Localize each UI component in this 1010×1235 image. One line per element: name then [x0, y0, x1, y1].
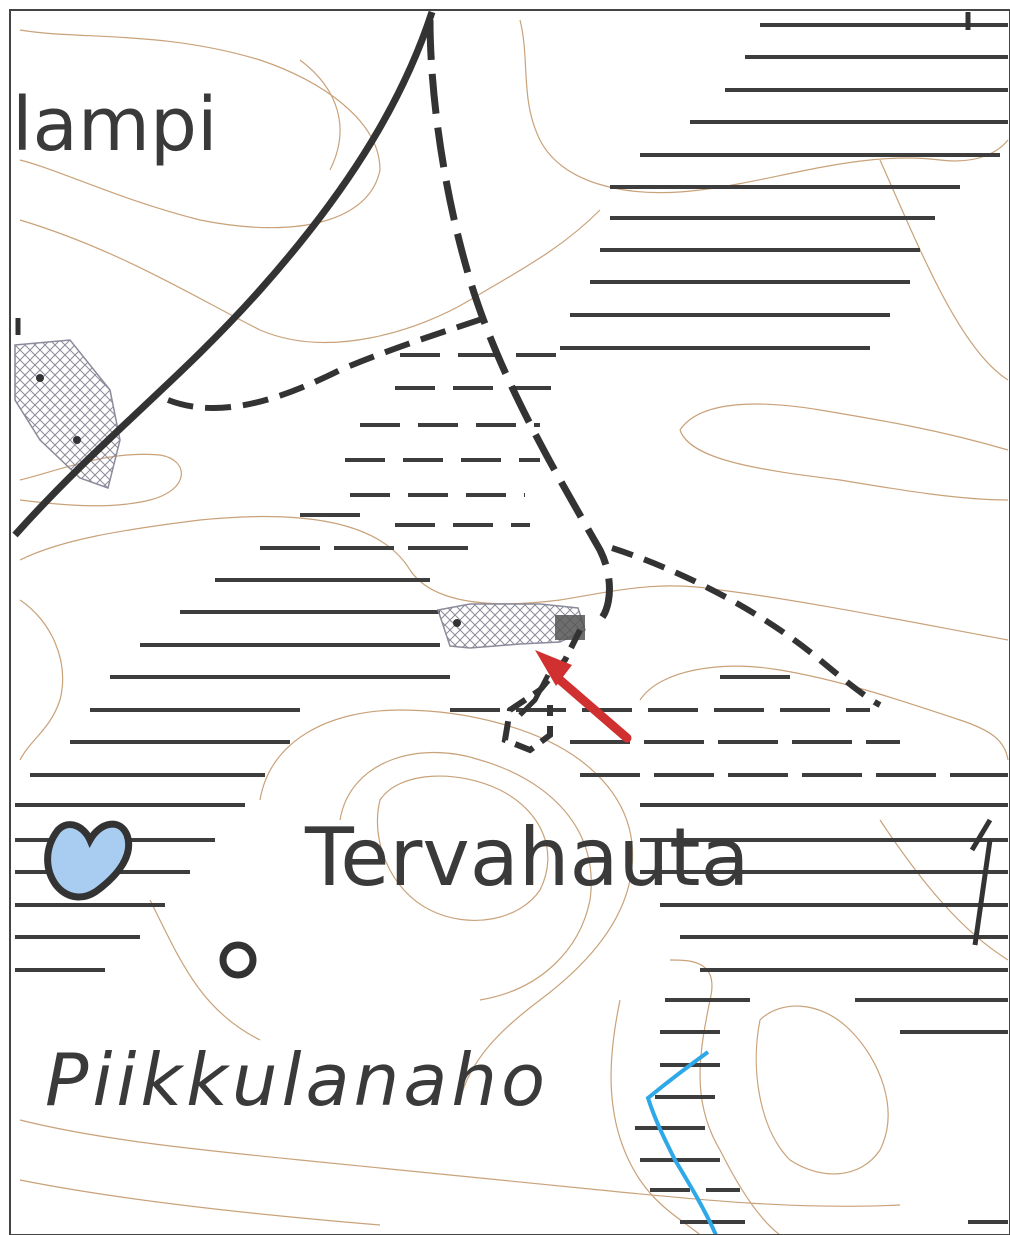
area-name-label: Piikkulanaho [45, 1038, 549, 1122]
contour-lines [19, 19, 1009, 1235]
ring-marker [219, 941, 257, 979]
map-frame [9, 9, 1010, 1235]
stream [645, 1050, 718, 1235]
main-road [12, 10, 436, 538]
red-arrow-marker-icon [535, 650, 632, 743]
marsh-hatching [15, 23, 1008, 1224]
lake-name-label: lampi [12, 82, 218, 168]
track-east [611, 545, 882, 708]
site-name-label: Tervahauta [304, 811, 750, 904]
track-north-south [426, 19, 613, 623]
pond [44, 820, 133, 901]
track-west [166, 315, 486, 412]
